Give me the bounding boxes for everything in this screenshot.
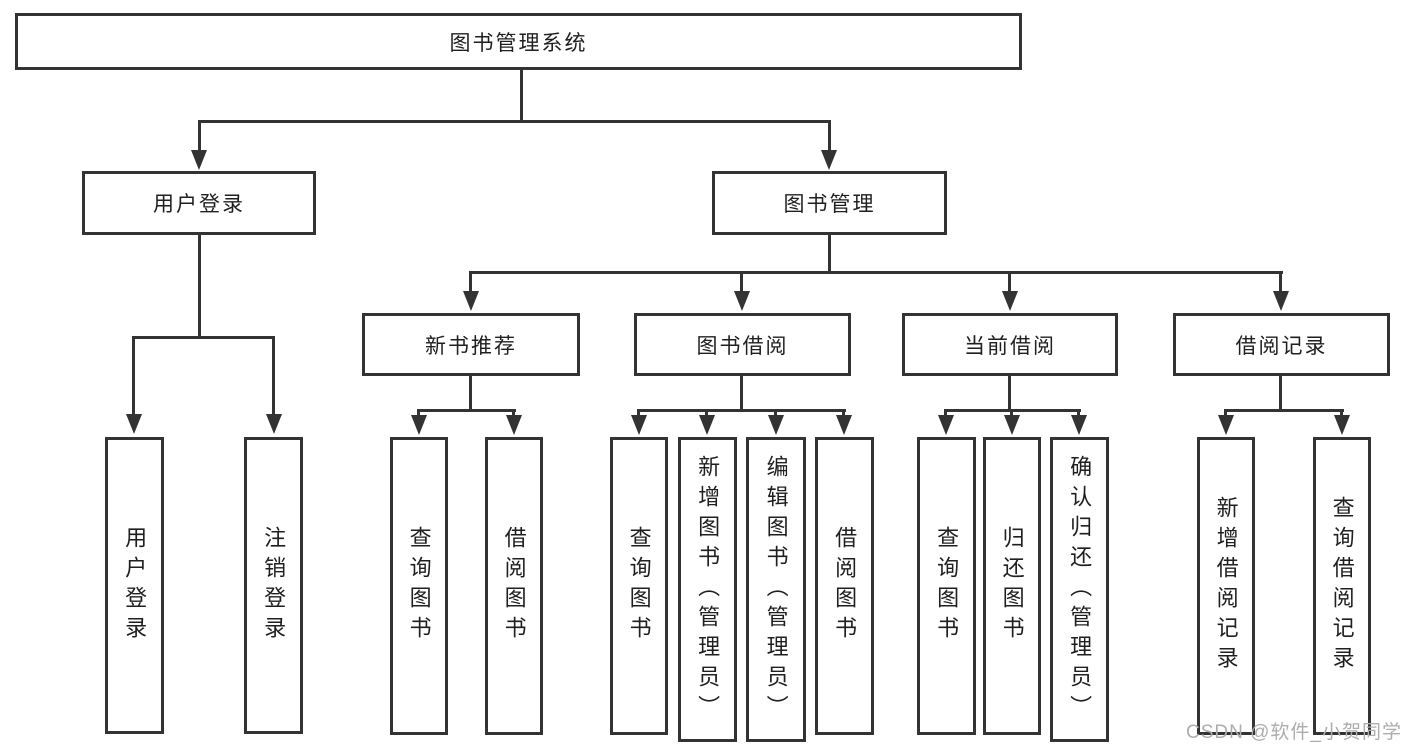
arrowhead-down-icon xyxy=(1273,291,1289,311)
leaf-query-borrow-record: 查询借阅记录 xyxy=(1313,437,1371,735)
node-book-management: 图书管理 xyxy=(712,171,947,235)
arrowhead-down-icon xyxy=(411,415,427,435)
node-library-system: 图书管理系统 xyxy=(15,13,1022,70)
connector-line xyxy=(512,409,515,417)
connector-line xyxy=(132,336,135,414)
node-label: 借阅记录 xyxy=(1235,334,1328,358)
leaf-label: 新增图书（管理员） xyxy=(695,454,721,725)
connector-line xyxy=(1279,376,1282,411)
node-user-login: 用户登录 xyxy=(82,171,316,235)
leaf-query-books-borrowing: 查询图书 xyxy=(610,437,668,735)
connector-line xyxy=(944,409,947,417)
leaf-add-book-admin: 新增图书（管理员） xyxy=(678,437,737,742)
arrowhead-down-icon xyxy=(1004,415,1020,435)
leaf-label: 新增借阅记录 xyxy=(1213,496,1239,676)
arrowhead-down-icon xyxy=(938,415,954,435)
connector-line xyxy=(1008,271,1011,293)
connector-line xyxy=(740,271,743,293)
node-label: 用户登录 xyxy=(153,193,245,216)
leaf-borrow-books-borrowing: 借阅图书 xyxy=(815,437,874,735)
connector-line xyxy=(417,409,516,412)
connector-line xyxy=(272,336,275,414)
connector-line xyxy=(1008,376,1011,411)
node-book-borrowing: 图书借阅 xyxy=(634,313,851,376)
watermark: CSDN @软件_小贺同学 xyxy=(1186,722,1402,743)
connector-line xyxy=(828,120,831,152)
connector-line xyxy=(1340,409,1343,417)
leaf-label: 注销登录 xyxy=(261,525,287,646)
leaf-label: 查询借阅记录 xyxy=(1329,496,1355,676)
connector-line xyxy=(828,235,831,273)
arrowhead-down-icon xyxy=(266,414,282,434)
arrowhead-down-icon xyxy=(1002,291,1018,311)
connector-line xyxy=(1224,409,1227,417)
arrowhead-down-icon xyxy=(836,415,852,435)
connector-line xyxy=(637,409,846,412)
leaf-user-login: 用户登录 xyxy=(105,437,164,734)
leaf-label: 归还图书 xyxy=(999,526,1025,646)
node-label: 图书管理 xyxy=(783,193,876,216)
node-borrowing-records: 借阅记录 xyxy=(1173,313,1390,376)
leaf-label: 查询图书 xyxy=(934,526,960,646)
leaf-logout: 注销登录 xyxy=(244,437,303,734)
leaf-borrow-books-recommend: 借阅图书 xyxy=(485,437,543,735)
connector-line xyxy=(1224,409,1344,412)
arrowhead-down-icon xyxy=(1218,415,1234,435)
connector-line xyxy=(417,409,420,417)
arrowhead-down-icon xyxy=(126,414,142,434)
leaf-add-borrow-record: 新增借阅记录 xyxy=(1197,437,1255,735)
arrowhead-down-icon xyxy=(821,150,837,170)
connector-line xyxy=(637,409,640,417)
connector-line xyxy=(198,235,201,339)
arrowhead-down-icon xyxy=(191,150,207,170)
arrowhead-down-icon xyxy=(631,415,647,435)
connector-line xyxy=(198,120,201,152)
node-label: 图书管理系统 xyxy=(449,31,588,55)
connector-line xyxy=(740,376,743,411)
leaf-return-book: 归还图书 xyxy=(983,437,1041,735)
connector-line xyxy=(774,409,777,417)
arrowhead-down-icon xyxy=(1334,415,1350,435)
connector-line xyxy=(132,336,275,339)
leaf-label: 用户登录 xyxy=(122,525,148,646)
leaf-label: 编辑图书（管理员） xyxy=(763,454,789,725)
node-label: 图书借阅 xyxy=(696,334,789,358)
leaf-confirm-return-admin: 确认归还（管理员） xyxy=(1050,437,1109,742)
connector-line xyxy=(842,409,845,417)
leaf-label: 查询图书 xyxy=(626,526,652,646)
leaf-label: 查询图书 xyxy=(406,526,432,646)
connector-line xyxy=(520,70,523,122)
connector-line xyxy=(1010,409,1013,417)
leaf-label: 确认归还（管理员） xyxy=(1067,454,1093,725)
arrowhead-down-icon xyxy=(699,415,715,435)
connector-line xyxy=(469,271,1283,274)
node-current-borrowing: 当前借阅 xyxy=(902,313,1118,376)
connector-line xyxy=(705,409,708,417)
node-new-book-recommend: 新书推荐 xyxy=(362,313,580,376)
node-label: 新书推荐 xyxy=(425,334,517,358)
arrowhead-down-icon xyxy=(734,291,750,311)
arrowhead-down-icon xyxy=(768,415,784,435)
connector-line xyxy=(469,376,472,411)
connector-line xyxy=(469,271,472,293)
arrowhead-down-icon xyxy=(506,415,522,435)
leaf-label: 借阅图书 xyxy=(832,526,858,646)
connector-line xyxy=(198,120,831,123)
leaf-query-books-recommend: 查询图书 xyxy=(390,437,448,735)
arrowhead-down-icon xyxy=(463,291,479,311)
node-label: 当前借阅 xyxy=(964,334,1056,358)
connector-line xyxy=(1279,271,1282,293)
leaf-label: 借阅图书 xyxy=(501,526,527,646)
connector-line xyxy=(1077,409,1080,417)
leaf-edit-book-admin: 编辑图书（管理员） xyxy=(746,437,806,742)
leaf-query-books-current: 查询图书 xyxy=(917,437,976,735)
arrowhead-down-icon xyxy=(1071,415,1087,435)
